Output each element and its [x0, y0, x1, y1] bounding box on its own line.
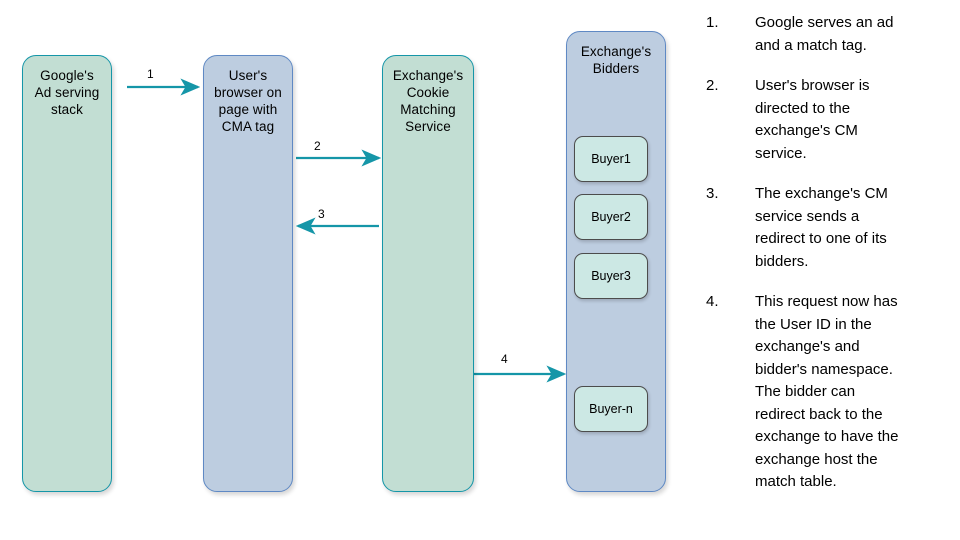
node-exchange-cookie-matching-service[interactable]: Exchange's Cookie Matching Service: [382, 55, 474, 492]
step-2-text: User's browser is directed to the exchan…: [755, 77, 870, 162]
arrow-2-label: 2: [314, 139, 321, 153]
step-item-3: 3. The exchange's CM service sends a red…: [706, 183, 952, 273]
node-user-browser-label: User's browser on page with CMA tag: [214, 68, 282, 134]
step-1-number: 1.: [706, 14, 719, 31]
node-exchange-bidders-label: Exchange's Bidders: [580, 44, 652, 76]
node-google-ad-serving-stack-label: Google's Ad serving stack: [34, 68, 100, 117]
steps-list: 1. Google serves an ad and a match tag. …: [706, 12, 952, 512]
node-exchange-cookie-matching-service-label: Exchange's Cookie Matching Service: [392, 68, 464, 134]
step-1-text: Google serves an ad and a match tag.: [755, 14, 894, 54]
step-3-number: 3.: [706, 185, 719, 202]
step-item-1: 1. Google serves an ad and a match tag.: [706, 12, 952, 57]
step-3-text: The exchange's CM service sends a redire…: [755, 185, 888, 270]
buyer-chip-buyer3[interactable]: Buyer3: [574, 253, 648, 299]
arrow-3-label: 3: [318, 207, 325, 221]
buyer-chip-buyer3-label: Buyer3: [591, 269, 631, 283]
buyer-chip-buyer-n-label: Buyer-n: [589, 402, 633, 416]
step-4-number: 4.: [706, 293, 719, 310]
buyer-chip-buyer1[interactable]: Buyer1: [574, 136, 648, 182]
buyer-chip-buyer2-label: Buyer2: [591, 210, 631, 224]
step-item-4: 4. This request now has the User ID in t…: [706, 291, 952, 494]
buyer-chip-buyer-n[interactable]: Buyer-n: [574, 386, 648, 432]
node-google-ad-serving-stack[interactable]: Google's Ad serving stack: [22, 55, 112, 492]
arrow-1-label: 1: [147, 67, 154, 81]
step-4-text: This request now has the User ID in the …: [755, 293, 899, 490]
buyer-chip-buyer1-label: Buyer1: [591, 152, 631, 166]
node-user-browser[interactable]: User's browser on page with CMA tag: [203, 55, 293, 492]
arrow-4-label: 4: [501, 352, 508, 366]
step-item-2: 2. User's browser is directed to the exc…: [706, 75, 952, 165]
step-2-number: 2.: [706, 77, 719, 94]
buyer-chip-buyer2[interactable]: Buyer2: [574, 194, 648, 240]
